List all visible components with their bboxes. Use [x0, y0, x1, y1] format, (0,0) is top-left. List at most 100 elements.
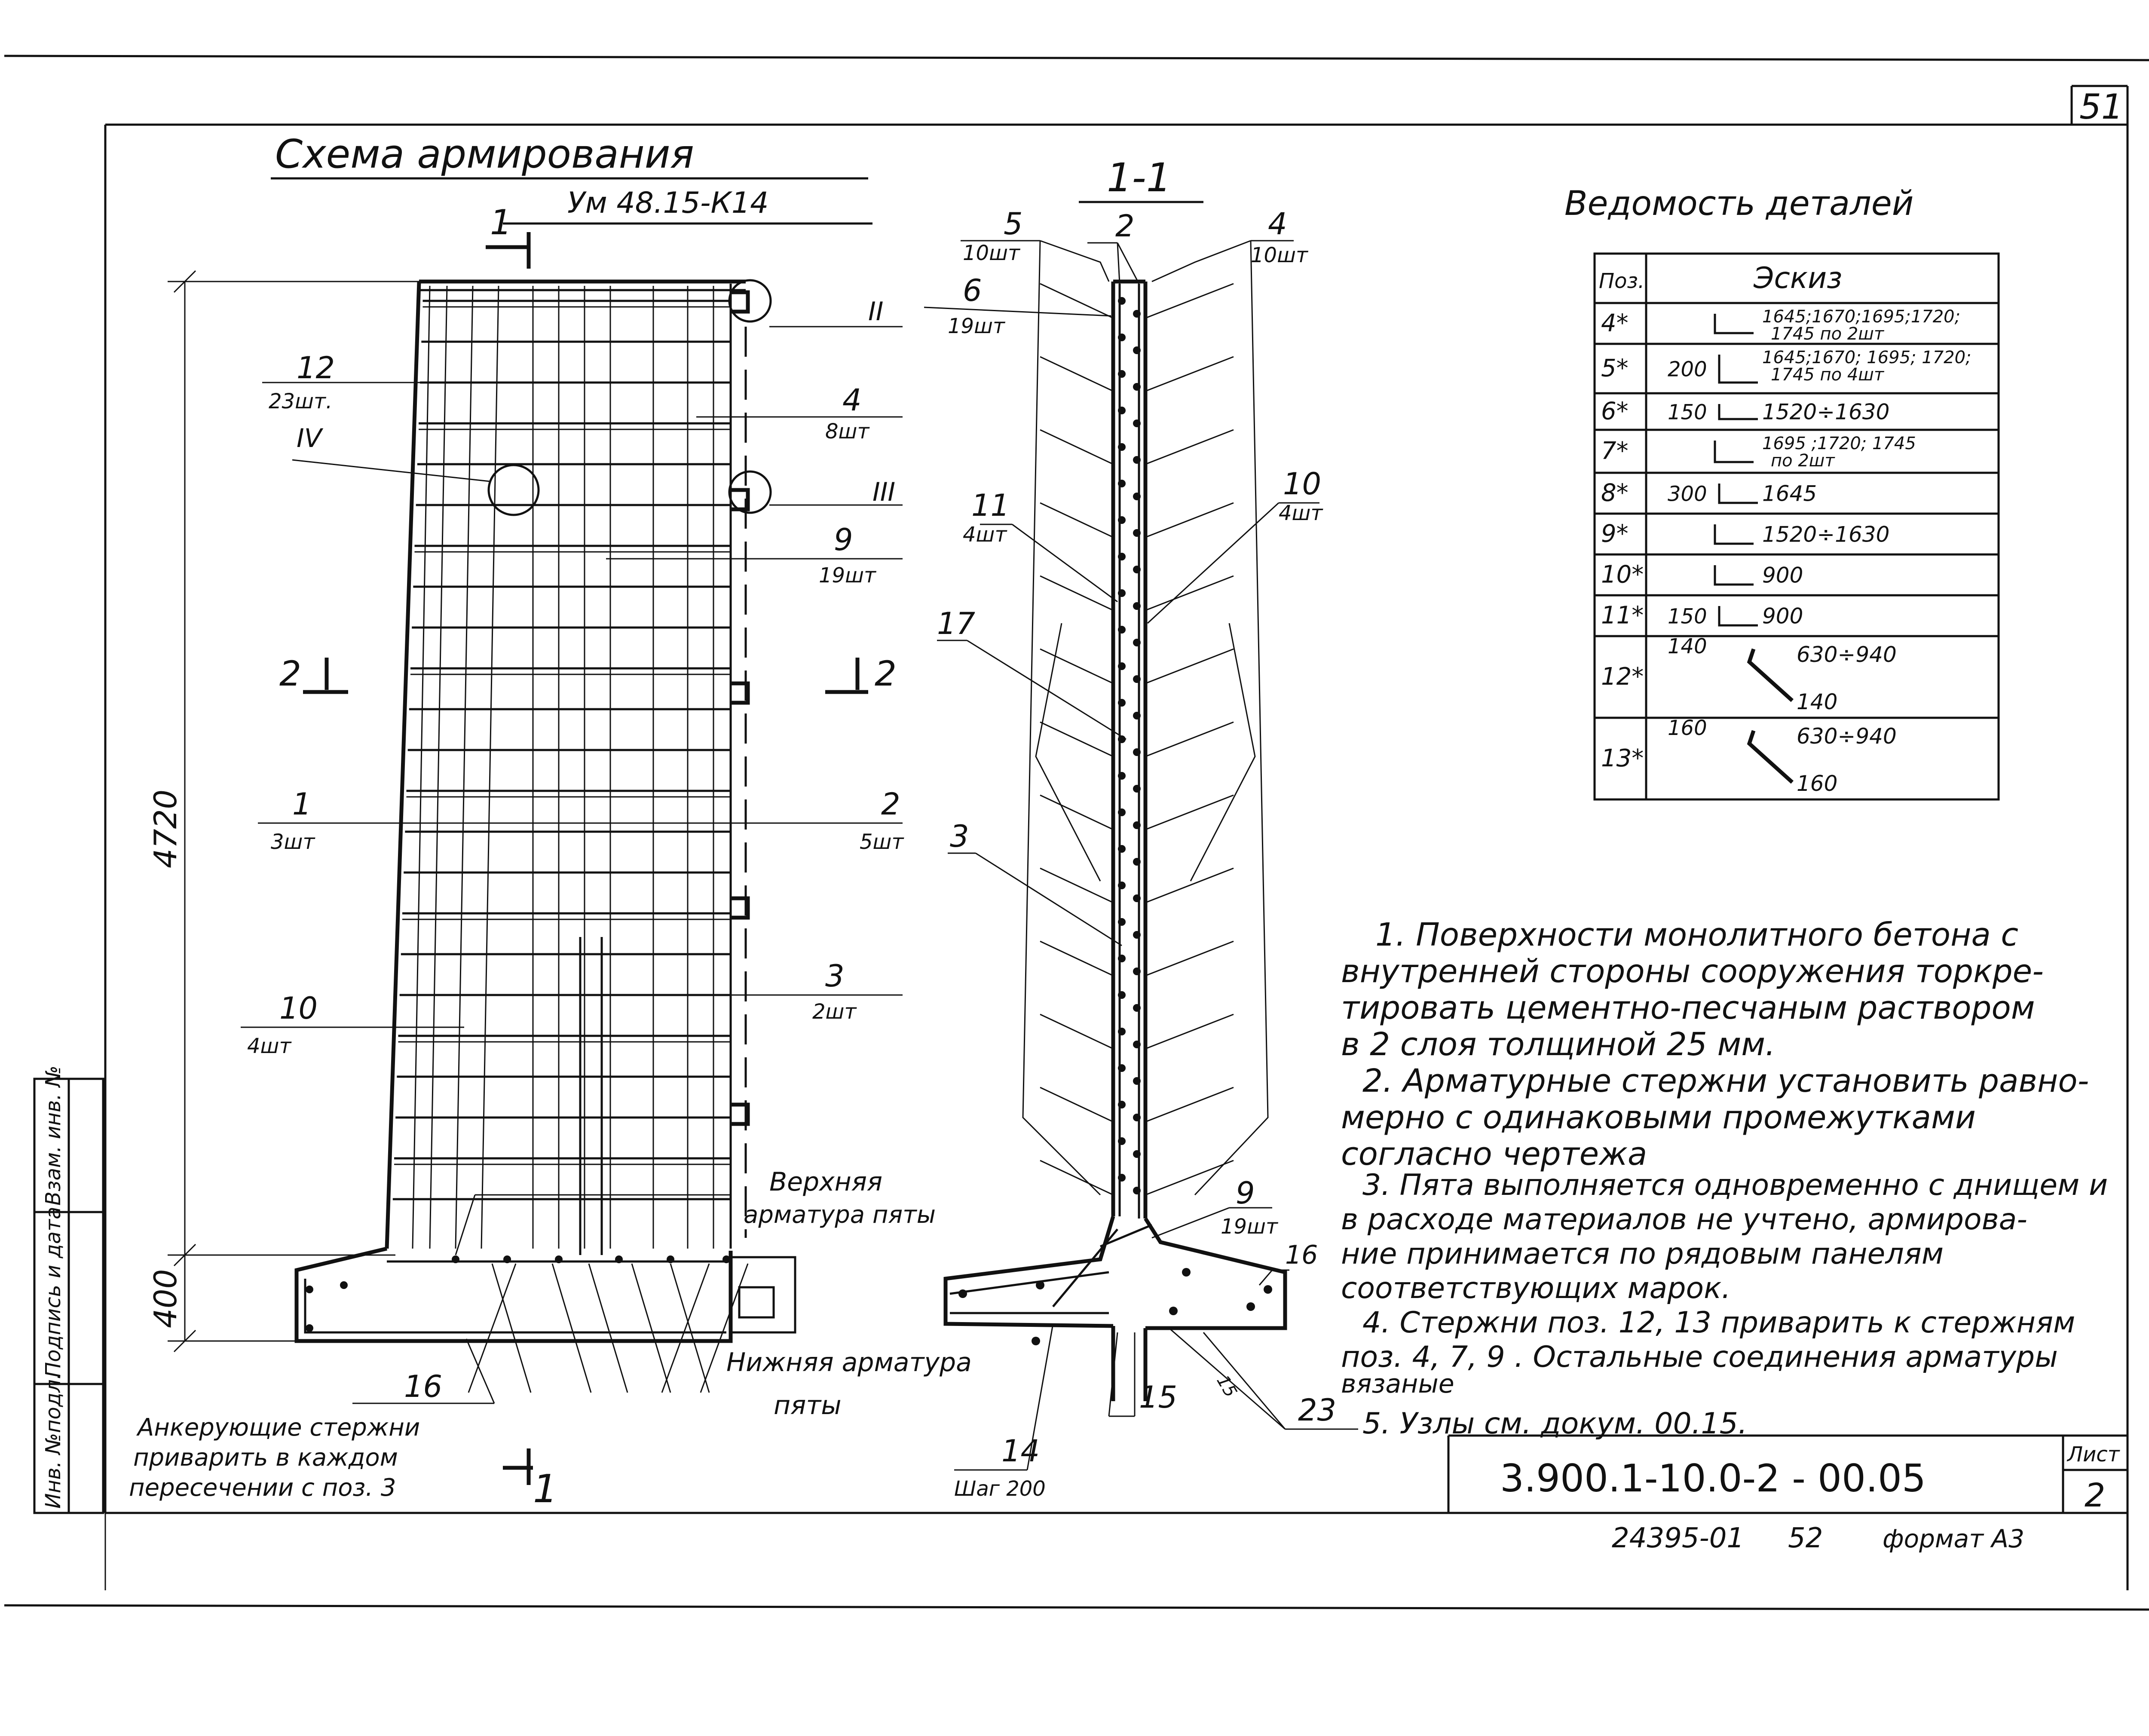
vertical-rebar — [412, 285, 431, 1249]
hairpin-leg — [1040, 940, 1114, 977]
rebar-dot — [503, 1255, 511, 1263]
hairpin-leg — [1040, 721, 1114, 757]
callout-12-qty: 23шт. — [269, 389, 332, 413]
callout-9-qty: 19шт — [819, 563, 877, 588]
heel-anchor-rebar — [670, 1263, 710, 1393]
hairpin-leg — [1040, 283, 1114, 319]
section-mark-bottom: 1 — [533, 1467, 557, 1512]
lower-heel-label-1: Нижняя арматура — [726, 1347, 972, 1378]
footer-page: 52 — [1788, 1522, 1823, 1554]
hairpin-leg — [1145, 648, 1234, 684]
lower-heel-label-2: пяты — [774, 1390, 842, 1421]
table-cell-pos: 10* — [1601, 561, 1644, 589]
lifting-loop — [731, 896, 750, 920]
vertical-rebar — [429, 285, 448, 1249]
sec-callout-5-qty: 10шт — [963, 241, 1021, 265]
bent-bar-sketch — [1747, 730, 1794, 784]
rebar-dot — [667, 1255, 674, 1263]
hairpin-leg — [1040, 502, 1114, 538]
table-cell-pos: 11* — [1601, 602, 1644, 630]
bar-sketch — [1718, 484, 1758, 504]
scheme-title: Схема армирования — [275, 131, 694, 177]
heel-anchor-rebar — [661, 1263, 710, 1393]
table-cell-pos: 5* — [1601, 355, 1629, 383]
sheet-number: 51 — [2079, 87, 2123, 127]
dimension-400: 400 — [147, 1269, 184, 1328]
heel-anchor-rebar — [631, 1263, 671, 1393]
hairpin-leg — [1145, 1087, 1234, 1123]
sec-callout-16-pos: 16 — [1285, 1240, 1318, 1270]
bar-sketch — [1714, 441, 1754, 463]
rebar-dot — [1264, 1285, 1272, 1294]
hairpin-leg — [1145, 575, 1234, 611]
callout-II-pos: II — [868, 297, 883, 327]
margin-label-replace: Взам. инв. № — [41, 1065, 65, 1206]
sec-callout-6-pos: 6 — [963, 273, 982, 308]
heel-anchor-rebar — [468, 1263, 517, 1393]
rebar-dot — [555, 1255, 563, 1263]
section-rebar — [958, 283, 1272, 1345]
hairpin-leg — [1145, 283, 1234, 319]
rebar-dot — [452, 1255, 459, 1263]
upper-heel-label-2: арматура пяты — [744, 1201, 936, 1229]
table-cell-pos: 7* — [1601, 437, 1629, 465]
sec-callout-5-pos: 5 — [1004, 206, 1023, 242]
vertical-rebar — [481, 285, 499, 1249]
hairpin-leg — [1040, 1160, 1114, 1196]
hairpin-leg — [1040, 1013, 1114, 1050]
sec-callout-11-pos: 11 — [971, 488, 1010, 523]
table-cell-left-dim: 140 — [1668, 634, 1707, 658]
table-cell-left-dim: 300 — [1668, 482, 1707, 506]
rebar-dot — [1182, 1268, 1191, 1277]
callout-12-pos: 12 — [297, 350, 335, 386]
table-header-sketch: Эскиз — [1753, 261, 1842, 295]
rebar-dot — [340, 1281, 348, 1289]
table-cell-sketch: 1645;1670;1695;1720; — [1762, 307, 1960, 327]
hairpin-leg — [1145, 1160, 1234, 1196]
stamp-block — [1447, 1434, 2128, 1513]
margin-label-sign: Подпись и дата — [41, 1206, 65, 1378]
table-cell-sketch-note: по 2шт — [1771, 451, 1835, 471]
rebar-dot — [1169, 1307, 1178, 1315]
table-cell-pos: 13* — [1601, 744, 1644, 772]
detail-circle-IV — [487, 464, 540, 516]
section-leaders — [924, 240, 1358, 1471]
table-cell-sketch: 900 — [1762, 563, 1803, 588]
callout-1-qty: 3шт — [271, 830, 315, 854]
table-cell-sketch: 630÷940 — [1797, 724, 1897, 749]
hairpin-leg — [1145, 867, 1234, 903]
footer-format: формат А3 — [1883, 1524, 2024, 1553]
table-cell-left-dim: 160 — [1668, 716, 1707, 740]
table-cell-sketch-note: 160 — [1797, 771, 1837, 796]
lifting-loop — [731, 1102, 750, 1126]
note-line-3: тировать цементно-песчаным раствором — [1341, 989, 2035, 1026]
note-line-6: мерно с одинаковыми промежутками — [1341, 1099, 1976, 1136]
rebar-dot — [1246, 1302, 1255, 1311]
scheme-subtitle: Ум 48.15-К14 — [567, 186, 768, 220]
table-cell-pos: 6* — [1601, 398, 1629, 426]
dimension-4720: 4720 — [147, 790, 184, 868]
callout-2-pos: 2 — [881, 787, 900, 822]
note-line-13: поз. 4, 7, 9 . Остальные соединения арма… — [1341, 1340, 2058, 1374]
sec-callout-14-qty: Шаг 200 — [954, 1477, 1046, 1501]
callout-10-pos: 10 — [279, 991, 318, 1026]
note-line-2: внутренней стороны сооружения торкре- — [1341, 953, 2044, 990]
sec-callout-23-pos: 23 — [1298, 1393, 1336, 1428]
heel-anchor-rebar — [700, 1263, 749, 1393]
bar-sketch — [1718, 606, 1758, 627]
callout-IV-pos: IV — [297, 423, 324, 453]
hairpin-leg — [1145, 721, 1234, 757]
rebar-dot — [722, 1255, 730, 1263]
hairpin-leg — [1145, 794, 1234, 830]
table-cell-sketch: 1645 — [1762, 481, 1817, 506]
lifting-loop — [731, 290, 750, 314]
note-line-9: в расходе материалов не учтено, армирова… — [1341, 1203, 2027, 1237]
hairpin-leg — [1145, 940, 1234, 977]
heel-anchor-rebar — [491, 1263, 532, 1393]
section-2-right: 2 — [875, 654, 897, 694]
section-2-left: 2 — [279, 654, 301, 694]
table-cell-sketch: 1645;1670; 1695; 1720; — [1762, 348, 1971, 367]
detail-circle-II — [728, 279, 772, 323]
